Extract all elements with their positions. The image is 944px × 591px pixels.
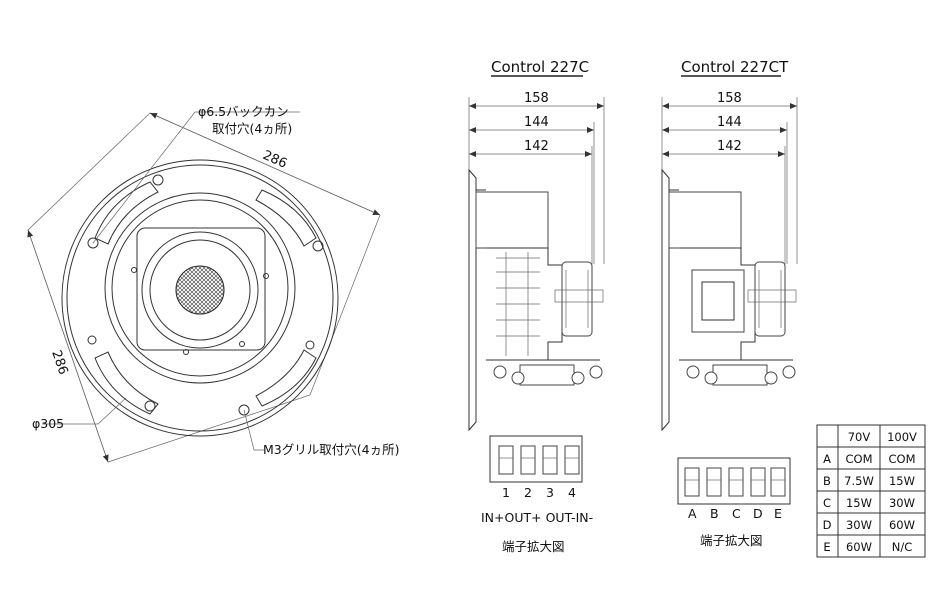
table-row-c-100v: 30W xyxy=(889,496,915,510)
front-view: 286 286 φ6.5バックカン 取付穴(4ヵ所) φ305 M3グリル取付穴… xyxy=(27,104,399,463)
table-row-c-key: C xyxy=(823,496,831,510)
table-row-d-key: D xyxy=(823,518,832,532)
grille-hole-label: M3グリル取付穴(4ヵ所) xyxy=(263,442,399,457)
terminal-letter-c: C xyxy=(732,506,741,521)
table-header-100v: 100V xyxy=(887,430,917,444)
terminal-number-2: 2 xyxy=(524,485,532,500)
terminal-letter-b: B xyxy=(710,506,719,521)
diameter-leader xyxy=(42,397,127,425)
bolt-hole-label-2: 取付穴(4ヵ所) xyxy=(212,121,292,136)
dim-line-left xyxy=(27,229,109,463)
table-row-c-70v: 15W xyxy=(846,496,872,510)
dim-ct-144: 144 xyxy=(717,115,742,130)
tap-table: 70V 100V A COM COM B 7.5W 15W C 15W 30W … xyxy=(816,424,926,558)
table-row-d-100v: 60W xyxy=(889,518,915,532)
bolt-hole-leader xyxy=(92,111,300,244)
table-row-e-70v: 60W xyxy=(846,540,872,554)
dim-ct-142: 142 xyxy=(717,139,742,154)
terminal-switches-ct xyxy=(684,467,786,497)
terminal-caption-c: 端子拡大図 xyxy=(502,539,565,554)
model-ct-title: Control 227CT xyxy=(681,58,789,76)
bolt-hole-label-1: φ6.5バックカン xyxy=(198,104,289,119)
transformer xyxy=(691,269,745,333)
table-row-a-key: A xyxy=(823,452,831,466)
terminal-number-1: 1 xyxy=(502,485,510,500)
tweeter-ring xyxy=(141,231,259,349)
terminal-detail-227ct: A B C D E 端子拡大図 xyxy=(677,457,791,548)
table-row-e-key: E xyxy=(823,540,830,554)
grille-hole-leader xyxy=(243,409,264,451)
dim-c-142: 142 xyxy=(524,139,549,154)
dim-ct-158: 158 xyxy=(717,91,742,106)
table-row-b-key: B xyxy=(823,474,831,488)
side-view-227ct: Control 227CT 158 144 142 xyxy=(661,58,798,432)
dim-line-top xyxy=(149,112,381,216)
terminal-letter-d: D xyxy=(753,506,763,521)
terminal-number-3: 3 xyxy=(546,485,554,500)
table-row-a-100v: COM xyxy=(888,452,915,466)
terminal-number-4: 4 xyxy=(568,485,576,500)
table-row-b-70v: 7.5W xyxy=(844,474,874,488)
center-plate xyxy=(136,227,266,351)
table-row-d-70v: 30W xyxy=(846,518,872,532)
table-row-a-70v: COM xyxy=(845,452,872,466)
dim-c-144: 144 xyxy=(524,115,549,130)
model-c-title: Control 227C xyxy=(491,58,589,76)
terminal-polarity-labels: IN+OUT+ OUT-IN- xyxy=(481,510,593,525)
terminal-letter-e: E xyxy=(774,506,782,521)
dim-c-158: 158 xyxy=(524,91,549,106)
terminal-switches-c xyxy=(498,445,580,475)
table-row-b-100v: 15W xyxy=(889,474,915,488)
table-header-70v: 70V xyxy=(848,430,871,444)
side-view-227c: Control 227C 158 144 142 xyxy=(468,58,605,432)
table-row-e-100v: N/C xyxy=(892,540,913,554)
terminal-letter-a: A xyxy=(688,506,697,521)
diameter-label: φ305 xyxy=(32,416,64,431)
tweeter-grille xyxy=(175,265,225,315)
terminal-detail-227c: 1 2 3 4 IN+OUT+ OUT-IN- 端子拡大図 xyxy=(481,435,593,554)
dim-left-label: 286 xyxy=(48,348,70,376)
terminal-caption-ct: 端子拡大図 xyxy=(700,533,763,548)
